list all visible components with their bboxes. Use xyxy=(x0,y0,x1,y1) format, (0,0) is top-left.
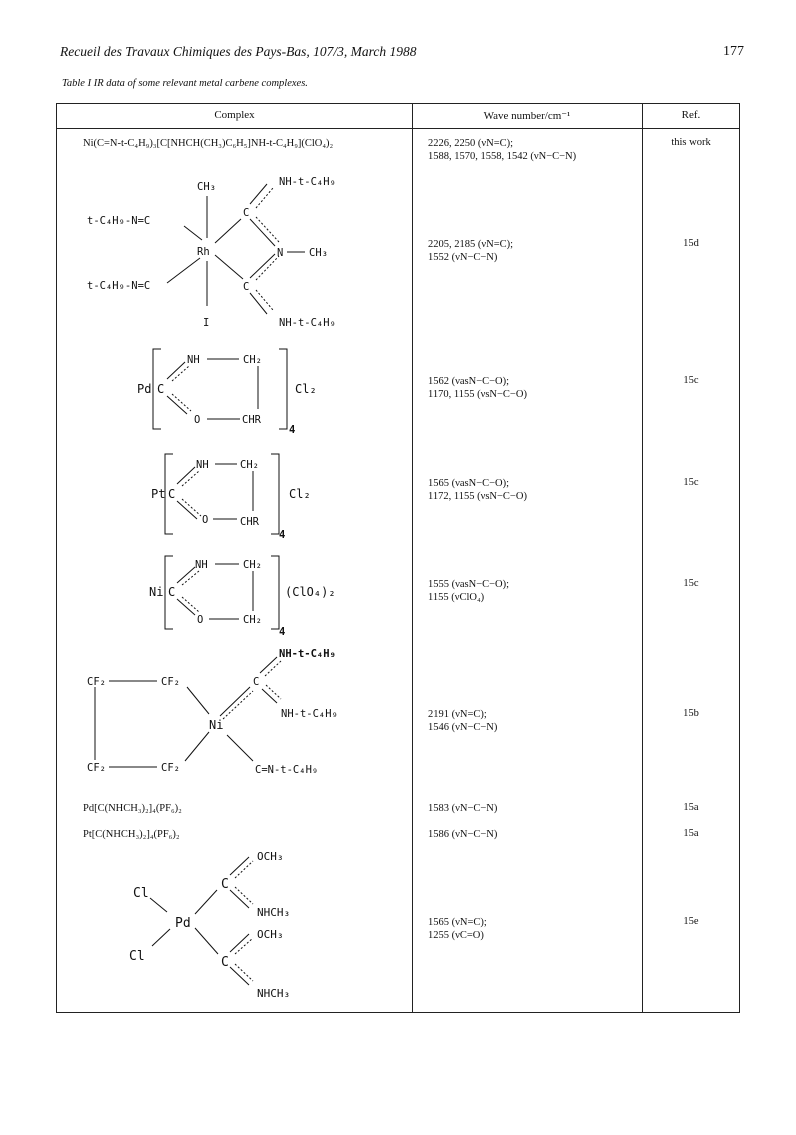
pt-nh: NH xyxy=(196,459,209,471)
rh-isocyanide-ligand: t-C₄H₉-N=C xyxy=(87,280,150,292)
ni-isocyanide: C=N-t-C₄H₉ xyxy=(255,764,318,776)
wave-line: 1588, 1570, 1558, 1542 (νN−C−N) xyxy=(428,151,577,162)
cf2-group: CF₂ xyxy=(87,676,106,688)
ni-perfluoro-structure: CF₂ CF₂ CF₂ CF₂ Ni C NH-t-C₄H₉ NH-t-C₄H₉… xyxy=(87,648,338,776)
pd-subscript: 4 xyxy=(289,424,295,434)
ni-nh: NH xyxy=(195,559,208,571)
pt-subscript: 4 xyxy=(279,529,285,539)
cf2-group: CF₂ xyxy=(161,676,180,688)
page-number: 177 xyxy=(723,44,744,59)
rh-bottom-ligand: I xyxy=(203,317,209,329)
pt-carbene-carbon: C xyxy=(168,487,175,501)
rh-methyl: CH₃ xyxy=(309,247,328,259)
wave-line: 1583 (νN−C−N) xyxy=(428,803,498,814)
pt-oxygen: O xyxy=(202,514,208,526)
ni-subscript: 4 xyxy=(279,626,285,638)
ni-metal: Ni xyxy=(209,718,223,732)
ref-cell: 15a xyxy=(683,828,699,839)
ni-ch2-lower: CH₂ xyxy=(243,614,262,626)
pd-anion: Cl₂ xyxy=(295,382,317,396)
wave-line: 1255 (νC=O) xyxy=(428,930,484,941)
chloride-ligand: Cl xyxy=(133,886,149,901)
pt-chr: CHR xyxy=(240,516,260,528)
pd-chr: CHR xyxy=(242,414,262,426)
column-divider xyxy=(642,104,643,1012)
rh-top-ligand: CH₃ xyxy=(197,181,216,193)
header-divider xyxy=(57,128,739,129)
rh-amino-group: NH-t-C₄H₉ xyxy=(279,317,336,329)
chloride-ligand: Cl xyxy=(129,949,145,964)
pd-metal: Pd xyxy=(137,382,151,396)
wave-line: 1586 (νN−C−N) xyxy=(428,829,498,840)
complex-formula: Pt[C(NHCH₃)₂]₄(PF₆)₂ xyxy=(83,829,180,840)
running-header: Recueil des Travaux Chimiques des Pays-B… xyxy=(60,44,744,60)
table-caption: Table I IR data of some relevant metal c… xyxy=(62,78,308,89)
rh-bridging-nitrogen: N xyxy=(277,247,283,259)
pd-nh: NH xyxy=(187,354,200,366)
pd-dichloro-structure: Cl Cl Pd C C OCH₃ NHCH₃ OCH₃ NHCH₃ xyxy=(129,850,290,1000)
ref-cell: 15c xyxy=(683,578,699,589)
ref-cell: 15a xyxy=(683,802,699,813)
pd-ring-structure: Pd C NH CH₂ O CHR 4 Cl₂ xyxy=(137,348,317,434)
wave-line: 2205, 2185 (νN=C); xyxy=(428,239,514,250)
ir-data-table: Complex Wave number/cm⁻¹ Ref. Ni(C=N-t-C… xyxy=(56,103,740,1013)
ni-anion: (ClO₄)₂ xyxy=(285,585,336,599)
methoxy-group: OCH₃ xyxy=(257,850,284,863)
ref-cell: 15c xyxy=(683,375,699,386)
methoxy-group: OCH₃ xyxy=(257,928,284,941)
column-header-complex: Complex xyxy=(214,109,255,121)
ref-cell: 15c xyxy=(683,477,699,488)
wave-line: 1565 (νN=C); xyxy=(428,917,487,928)
wave-line: 1562 (νasN−C−O); xyxy=(428,376,510,387)
cf2-group: CF₂ xyxy=(87,762,106,774)
column-divider xyxy=(412,104,413,1012)
journal-title: Recueil des Travaux Chimiques des Pays-B… xyxy=(60,44,417,59)
rh-carbene-carbon: C xyxy=(243,281,249,293)
wave-line: 1170, 1155 (νsN−C−O) xyxy=(428,389,527,400)
pd-oxygen: O xyxy=(194,414,200,426)
ni-carbene-carbon: C xyxy=(168,585,175,599)
rh-metal: Rh xyxy=(197,246,210,258)
wave-line: 2191 (νN=C); xyxy=(428,709,487,720)
ni-ch2: CH₂ xyxy=(243,559,262,571)
complex-formula: Pd[C(NHCH₃)₂]₄(PF₆)₂ xyxy=(83,803,182,814)
rh-amino-group: NH-t-C₄H₉ xyxy=(279,176,336,188)
pt-metal: Pt xyxy=(151,487,165,501)
wave-line: 1555 (νasN−C−O); xyxy=(428,579,510,590)
pt-anion: Cl₂ xyxy=(289,487,311,501)
ni-amino-group: NH-t-C₄H₉ xyxy=(281,708,338,720)
wave-line: 1546 (νN−C−N) xyxy=(428,722,498,733)
ref-cell: this work xyxy=(671,137,711,148)
pd-carbene-carbon: C xyxy=(221,877,229,892)
wave-line: 1172, 1155 (νsN−C−O) xyxy=(428,491,527,502)
ni-ring-structure: Ni C NH CH₂ O CH₂ 4 (ClO₄)₂ xyxy=(149,555,336,638)
wave-line: 1565 (νasN−C−O); xyxy=(428,478,510,489)
ni-oxygen: O xyxy=(197,614,203,626)
ref-cell: 15d xyxy=(683,238,699,249)
methylamino-group: NHCH₃ xyxy=(257,906,290,919)
rh-isocyanide-ligand: t-C₄H₉-N=C xyxy=(87,215,150,227)
column-header-wave-number: Wave number/cm⁻¹ xyxy=(483,110,571,122)
pt-ring-structure: Pt C NH CH₂ O CHR 4 Cl₂ xyxy=(151,453,311,539)
rh-carbene-carbon: C xyxy=(243,207,249,219)
pd-metal: Pd xyxy=(175,916,191,931)
ni-carbene-carbon: C xyxy=(253,676,259,688)
wave-line: 1552 (νN−C−N) xyxy=(428,252,498,263)
wave-line: 1155 (νClO₄) xyxy=(428,592,485,603)
ref-cell: 15e xyxy=(683,916,699,927)
pd-carbene-carbon: C xyxy=(157,382,164,396)
pd-ch2: CH₂ xyxy=(243,354,262,366)
ni-amino-group: NH-t-C₄H₉ xyxy=(279,648,336,660)
complex-formula: Ni(C=N-t-C₄H₉)₃[C[NHCH(CH₃)C₆H₅]NH-t-C₄H… xyxy=(83,138,334,149)
methylamino-group: NHCH₃ xyxy=(257,987,290,1000)
cf2-group: CF₂ xyxy=(161,762,180,774)
ref-cell: 15b xyxy=(683,708,699,719)
wave-line: 2226, 2250 (νN=C); xyxy=(428,138,514,149)
column-header-ref: Ref. xyxy=(681,109,701,121)
pd-carbene-carbon: C xyxy=(221,955,229,970)
rh-carbene-structure: CH₃ Rh I t-C₄H₉-N=C t-C₄H₉-N=C C C NH-t-… xyxy=(87,176,336,329)
pt-ch2: CH₂ xyxy=(240,459,259,471)
ni-metal: Ni xyxy=(149,585,163,599)
